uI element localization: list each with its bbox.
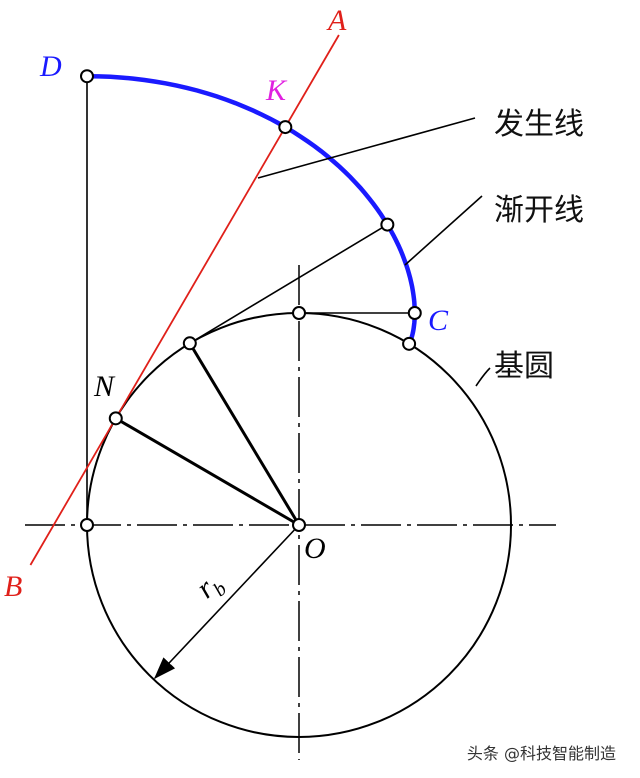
- point-N: [108, 411, 123, 426]
- point-tangent-2: [182, 336, 197, 351]
- callout-involute: 渐开线: [494, 193, 584, 228]
- point-involute-1: [407, 306, 422, 320]
- label-D: D: [40, 50, 62, 83]
- callout-base-circle: 基圆: [494, 349, 554, 384]
- point-K: [278, 120, 293, 135]
- callout-generating-line: 发生线: [494, 107, 584, 142]
- tangent-line-2: [189, 223, 388, 344]
- leader-involute: [404, 195, 483, 266]
- leader-base-circle: [475, 367, 491, 387]
- point-C: [402, 336, 417, 351]
- label-A: A: [328, 4, 347, 37]
- point-tangent-left: [80, 518, 94, 532]
- radius-line-2: [115, 417, 300, 527]
- radius-line-1: [188, 342, 301, 526]
- label-C: C: [428, 304, 449, 337]
- point-tangent-top: [292, 306, 306, 320]
- involute-curve: [86, 73, 418, 345]
- leader-generating-line: [257, 117, 476, 179]
- label-O: O: [304, 532, 326, 565]
- point-involute-2: [380, 217, 395, 232]
- label-K: K: [266, 74, 287, 107]
- point-D: [80, 69, 94, 84]
- point-O: [292, 518, 306, 532]
- generating-line-AB: [29, 34, 340, 566]
- label-N: N: [94, 370, 115, 403]
- radius-arrow: [153, 524, 300, 680]
- label-B: B: [4, 570, 23, 603]
- watermark: 头条 @科技智能制造: [466, 744, 616, 763]
